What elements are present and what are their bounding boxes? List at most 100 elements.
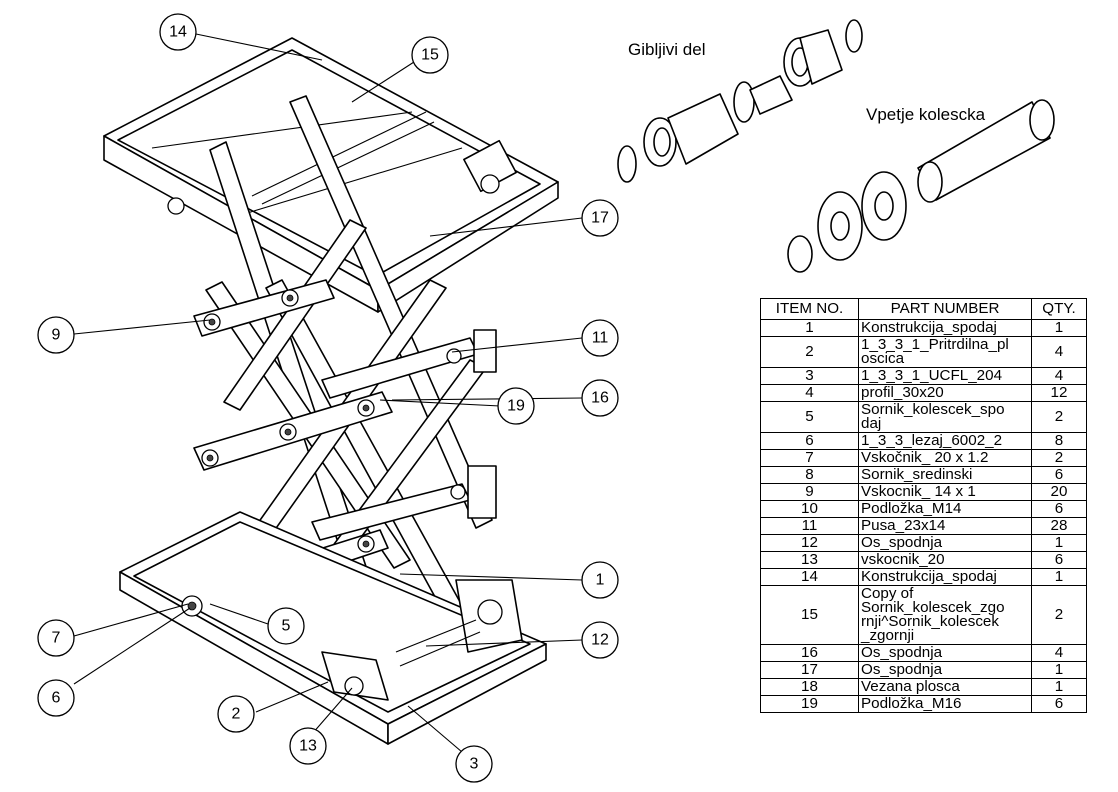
svg-text:19: 19 [507, 398, 525, 415]
bom-cell-qty: 1 [1031, 678, 1087, 696]
bom-cell-qty: 20 [1031, 483, 1087, 501]
callout-14: 14 [159, 13, 197, 51]
bom-cell-item: 2 [760, 336, 859, 368]
bom-cell-part: Sornik_sredinski [858, 466, 1032, 484]
bom-cell-item: 13 [760, 551, 859, 569]
callout-19: 19 [497, 387, 535, 425]
bom-cell-qty: 2 [1031, 401, 1087, 433]
svg-text:5: 5 [282, 618, 291, 635]
bom-cell-item: 9 [760, 483, 859, 501]
callout-1: 1 [581, 561, 619, 599]
bom-cell-item: 4 [760, 384, 859, 402]
bom-cell-item: 7 [760, 449, 859, 467]
wheel-mount-label: Vpetje kolescka [866, 105, 986, 124]
svg-text:2: 2 [232, 706, 241, 723]
bom-cell-part: Pusa_23x14 [858, 517, 1032, 535]
bom-header-row: ITEM NO. PART NUMBER QTY. [760, 298, 1087, 320]
callout-2: 2 [217, 695, 255, 733]
bom-header-qty: QTY. [1031, 298, 1087, 320]
bom-cell-qty: 1 [1031, 568, 1087, 586]
svg-text:3: 3 [470, 756, 479, 773]
svg-text:14: 14 [169, 24, 187, 41]
callout-11: 11 [581, 319, 619, 357]
bom-cell-qty: 4 [1031, 336, 1087, 368]
svg-text:16: 16 [591, 390, 609, 407]
svg-text:17: 17 [591, 210, 609, 227]
bom-cell-qty: 4 [1031, 644, 1087, 662]
bom-cell-qty: 6 [1031, 500, 1087, 518]
bom-cell-part: Podložka_M14 [858, 500, 1032, 518]
bom-cell-item: 10 [760, 500, 859, 518]
bom-header-item: ITEM NO. [760, 298, 859, 320]
bom-cell-qty: 12 [1031, 384, 1087, 402]
callout-7: 7 [37, 619, 75, 657]
bom-cell-item: 1 [760, 319, 859, 337]
bom-cell-qty: 8 [1031, 432, 1087, 450]
bom-cell-item: 18 [760, 678, 859, 696]
bom-cell-item: 17 [760, 661, 859, 679]
bom-header-part: PART NUMBER [858, 298, 1032, 320]
callout-6: 6 [37, 679, 75, 717]
callout-16: 16 [581, 379, 619, 417]
bom-cell-qty: 2 [1031, 449, 1087, 467]
wheel-mount-exploded [787, 99, 1055, 273]
bom-cell-item: 19 [760, 695, 859, 713]
callout-9: 9 [37, 316, 75, 354]
bom-cell-item: 15 [760, 585, 859, 645]
bom-cell-part: Vezana plosca [858, 678, 1032, 696]
bom-cell-part: Os_spodnja [858, 661, 1032, 679]
bom-cell-qty: 28 [1031, 517, 1087, 535]
callout-3: 3 [455, 745, 493, 783]
bom-cell-part: Os_spodnja [858, 534, 1032, 552]
flexible-part-label: Gibljivi del [628, 40, 706, 59]
svg-text:12: 12 [591, 632, 609, 649]
svg-text:6: 6 [52, 690, 61, 707]
bom-cell-part: profil_30x20 [858, 384, 1032, 402]
bom-cell-item: 14 [760, 568, 859, 586]
bom-cell-item: 8 [760, 466, 859, 484]
bom-cell-part: Os_spodnja [858, 644, 1032, 662]
link-bars [193, 279, 497, 585]
bom-cell-item: 12 [760, 534, 859, 552]
callout-17: 17 [581, 199, 619, 237]
bom-cell-item: 5 [760, 401, 859, 433]
bom-cell-part: Podložka_M16 [858, 695, 1032, 713]
bom-cell-qty: 1 [1031, 661, 1087, 679]
bom-cell-item: 16 [760, 644, 859, 662]
svg-text:7: 7 [52, 630, 61, 647]
bom-cell-part: Vskocnik_ 14 x 1 [858, 483, 1032, 501]
bom-cell-qty: 4 [1031, 367, 1087, 385]
callout-5: 5 [267, 607, 305, 645]
bom-cell-item: 11 [760, 517, 859, 535]
bom-cell-part: 1_3_3_lezaj_6002_2 [858, 432, 1032, 450]
bom-cell-part: Konstrukcija_spodaj [858, 568, 1032, 586]
callout-13: 13 [289, 727, 327, 765]
flexible-part-exploded [617, 19, 863, 183]
bom-cell-qty: 1 [1031, 319, 1087, 337]
svg-text:1: 1 [596, 572, 605, 589]
bom-cell-qty: 6 [1031, 551, 1087, 569]
svg-text:11: 11 [592, 330, 609, 347]
